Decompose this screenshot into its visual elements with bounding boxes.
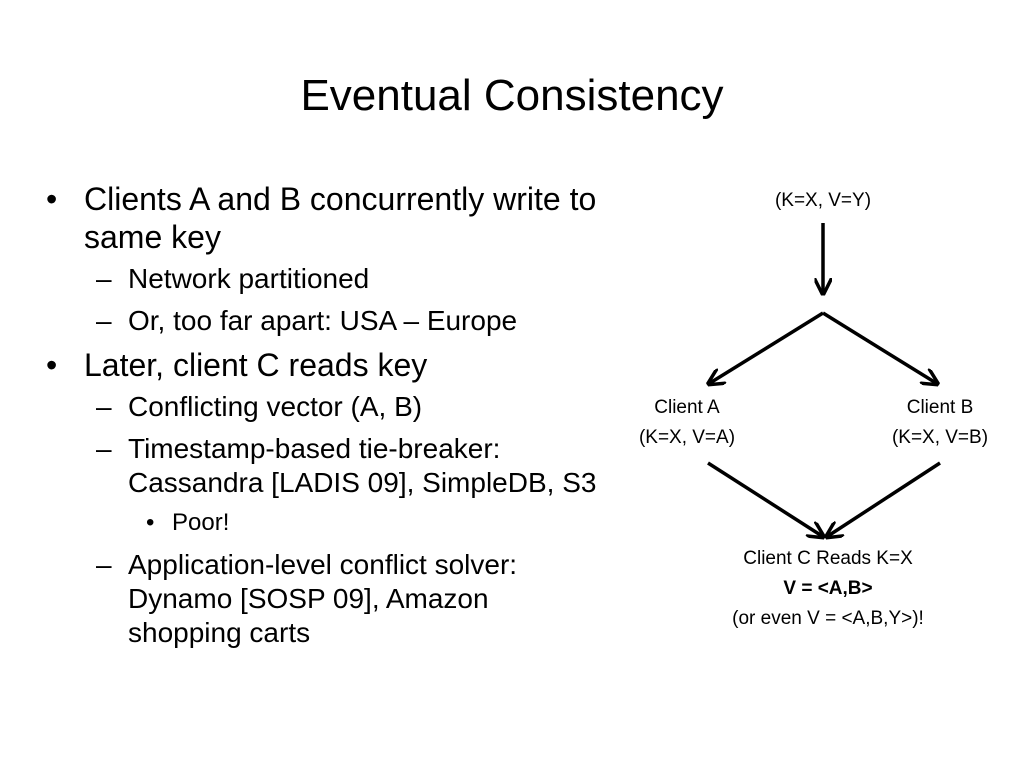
arrow-b-to-c xyxy=(828,461,941,536)
sub-bullet-text: Application-level conflict solver: Dynam… xyxy=(128,549,518,648)
arrow-a-to-c xyxy=(707,461,822,536)
client-c-value-label: V = <A,B> xyxy=(783,578,873,599)
dash-marker: – xyxy=(96,305,112,336)
sub-bullet-application-conflict-solver: – Application-level conflict solver: Dyn… xyxy=(46,548,606,650)
arrow-to-client-b xyxy=(822,311,936,383)
initial-state-label: (K=X, V=Y) xyxy=(774,190,872,211)
bullet-text: Clients A and B concurrently write to sa… xyxy=(84,181,597,255)
client-c-alternative-label: (or even V = <A,B,Y>)! xyxy=(732,608,924,629)
client-a-value: (K=X, V=A) xyxy=(638,427,736,448)
arrow-to-client-a xyxy=(710,311,824,383)
dash-marker: – xyxy=(96,549,112,580)
bullet-list: • Clients A and B concurrently write to … xyxy=(46,180,606,658)
client-c-read-label: Client C Reads K=X xyxy=(743,548,913,569)
diagram-arrows xyxy=(610,223,1024,660)
sub-bullet-network-partitioned: – Network partitioned xyxy=(46,262,606,296)
bullet-marker: • xyxy=(146,509,155,536)
bullet-text: Later, client C reads key xyxy=(84,347,428,383)
dash-marker: – xyxy=(96,433,112,464)
sub-bullet-text: Conflicting vector (A, B) xyxy=(128,391,423,422)
sub-bullet-conflicting-vector: – Conflicting vector (A, B) xyxy=(46,390,606,424)
sub-bullet-text: Timestamp-based tie-breaker: Cassandra [… xyxy=(128,433,597,498)
bullet-client-c-reads: • Later, client C reads key xyxy=(46,346,606,384)
dash-marker: – xyxy=(96,391,112,422)
dash-marker: – xyxy=(96,263,112,294)
slide-title: Eventual Consistency xyxy=(300,71,724,120)
client-b-value: (K=X, V=B) xyxy=(891,427,989,448)
bullet-concurrent-write: • Clients A and B concurrently write to … xyxy=(46,180,606,256)
bullet-marker: • xyxy=(46,181,58,217)
client-b-name: Client B xyxy=(906,397,974,418)
client-a-name: Client A xyxy=(654,397,720,418)
bullet-marker: • xyxy=(46,347,58,383)
sub-bullet-too-far-apart: – Or, too far apart: USA – Europe xyxy=(46,304,606,338)
sub-bullet-timestamp-tie-breaker: – Timestamp-based tie-breaker: Cassandra… xyxy=(46,432,606,500)
sub-bullet-text: Network partitioned xyxy=(128,263,370,294)
consistency-diagram: (K=X, V=Y) Client A (K=X, V=A) Client B … xyxy=(610,180,1024,660)
sub-sub-bullet-text: Poor! xyxy=(172,509,230,536)
sub-bullet-text: Or, too far apart: USA – Europe xyxy=(128,305,518,336)
sub-sub-bullet-poor: • Poor! xyxy=(46,508,606,538)
